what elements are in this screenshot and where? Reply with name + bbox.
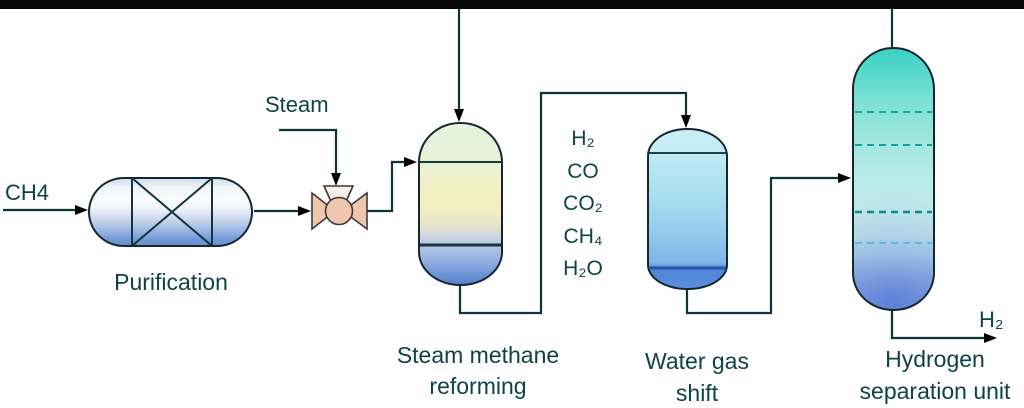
wgs-label: Water gas shift: [632, 345, 762, 408]
gas-mixture-item: H₂O: [563, 257, 603, 280]
smr-label-line1: Steam methane: [396, 342, 560, 368]
gas-mixture-item: CH₄: [563, 224, 603, 248]
h2sep-label-line1: Hydrogen: [885, 346, 985, 372]
pipe-steam: [279, 128, 338, 174]
gas-mixture-list: H₂ CO CO₂ CH₄ H₂O: [545, 123, 621, 286]
arrowhead-h2-product: [984, 333, 997, 343]
hydrogen-separation-column: [852, 47, 935, 311]
feed-stream-label: CH4: [5, 180, 50, 205]
gas-mixture-item: CO: [567, 159, 599, 183]
pipe-h2-product: [890, 311, 987, 340]
water-gas-shift-vessel: [647, 128, 728, 290]
arrowhead-valve-to-smr: [404, 157, 417, 167]
steam-control-valve-icon: [311, 185, 368, 231]
figure-top-border: [0, 0, 1024, 9]
arrowhead-smr-to-wgs: [681, 115, 691, 128]
arrowhead-wgs-to-h2sep: [838, 173, 851, 183]
steam-stream-label: Steam: [265, 92, 329, 117]
purification-vessel: [88, 177, 253, 247]
arrowhead-smr-top-feed: [454, 109, 464, 122]
smr-label-line2: reforming: [429, 373, 527, 399]
wgs-label-line1: Water gas: [645, 348, 749, 374]
gas-mixture-item: CO₂: [563, 192, 603, 215]
arrowhead-feed: [75, 205, 88, 215]
product-stream-label: H₂: [979, 307, 1004, 332]
smr-label: Steam methane reforming: [383, 340, 573, 402]
gas-mixture-item: H₂: [571, 127, 595, 150]
steam-methane-reformer-vessel: [418, 122, 503, 286]
pipe-valve-to-smr: [366, 160, 407, 213]
arrowhead-steam: [331, 173, 341, 186]
h2sep-label: Hydrogen separation unit: [836, 343, 1024, 407]
h2sep-label-line2: separation unit: [859, 378, 1011, 404]
wgs-label-line2: shift: [675, 380, 719, 406]
purification-label: Purification: [114, 269, 228, 295]
arrowhead-purification-outlet: [298, 206, 311, 216]
